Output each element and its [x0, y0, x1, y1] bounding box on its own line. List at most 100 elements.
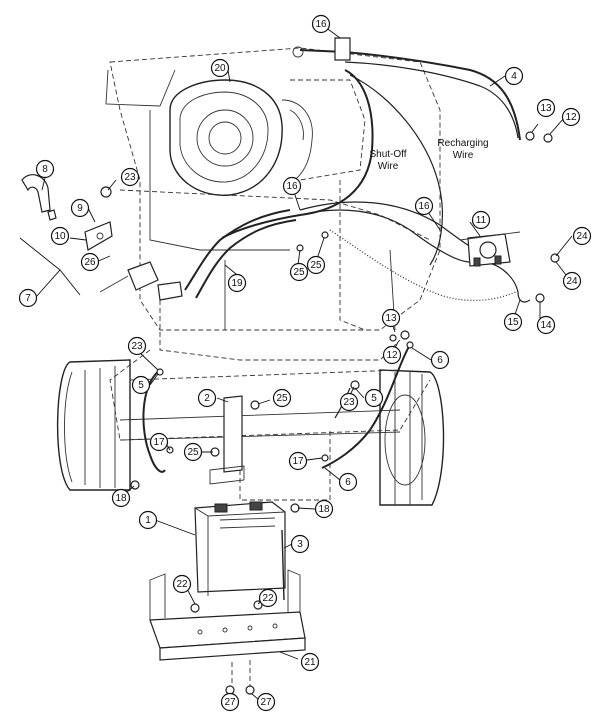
callout-25: 25	[272, 388, 292, 408]
harness-19	[184, 209, 291, 291]
callout-number: 22	[262, 593, 274, 604]
callout-circle	[35, 159, 55, 179]
callout-number: 25	[310, 260, 322, 271]
callout-number: 4	[511, 71, 517, 82]
callout-25: 25	[289, 262, 309, 282]
callout-14: 14	[536, 315, 556, 335]
callout-6: 6	[430, 350, 450, 370]
callout-15: 15	[503, 312, 523, 332]
callout-number: 16	[286, 181, 298, 192]
callout-number: 12	[386, 350, 398, 361]
switch-bracket	[21, 174, 113, 251]
positive-cable-4-b	[344, 61, 519, 139]
wire-16-mid	[299, 209, 471, 263]
callout-11: 11	[471, 210, 491, 230]
battery	[194, 501, 286, 596]
callout-number: 22	[176, 579, 188, 590]
callout-number: 17	[292, 456, 304, 467]
callout-22: 22	[258, 588, 278, 608]
callout-17: 17	[288, 451, 308, 471]
callout-circle	[50, 226, 70, 246]
callout-5: 5	[131, 375, 151, 395]
callout-number: 13	[540, 103, 552, 114]
callout-number: 24	[566, 276, 578, 287]
callout-circle	[256, 692, 276, 712]
callout-number: 16	[315, 19, 327, 30]
callout-circle	[536, 98, 556, 118]
callout-13: 13	[536, 98, 556, 118]
callout-circle	[227, 273, 247, 293]
callout-circle	[210, 58, 230, 78]
callout-number: 27	[224, 697, 236, 708]
callout-number: 15	[507, 317, 519, 328]
callout-4: 4	[504, 66, 524, 86]
callout-circle	[70, 198, 90, 218]
hardware-bits	[100, 131, 560, 695]
callout-circle	[300, 652, 320, 672]
callout-number: 19	[231, 278, 243, 289]
callout-18: 18	[111, 488, 131, 508]
callout-24: 24	[562, 271, 582, 291]
callout-circle	[18, 288, 38, 308]
callout-26: 26	[80, 252, 100, 272]
callout-number: 12	[565, 112, 577, 123]
callout-circle	[111, 488, 131, 508]
callout-number: 5	[138, 380, 144, 391]
callout-circle	[197, 388, 217, 408]
shutoff-wire-label-line1: Shut-Off	[369, 149, 406, 160]
callout-8: 8	[35, 159, 55, 179]
callout-circle	[504, 66, 524, 86]
callout-7: 7	[18, 288, 38, 308]
callout-3: 3	[290, 534, 310, 554]
callout-16: 16	[282, 176, 302, 196]
callout-12: 12	[382, 345, 402, 365]
lead-15	[479, 261, 531, 303]
shutoff-wire-label-line2: Wire	[378, 161, 399, 172]
callout-5: 5	[364, 388, 384, 408]
callout-circle	[272, 388, 292, 408]
battery-tray	[149, 569, 306, 688]
callout-circle	[289, 262, 309, 282]
callout-number: 18	[318, 504, 330, 515]
callout-number: 23	[124, 172, 136, 183]
callout-16: 16	[414, 196, 434, 216]
callout-circle	[503, 312, 523, 332]
callout-22: 22	[172, 574, 192, 594]
callout-number: 3	[297, 539, 303, 550]
callout-19: 19	[227, 273, 247, 293]
callout-circle	[536, 315, 556, 335]
leader-lines	[19, 23, 573, 701]
positive-cable-4	[299, 49, 521, 141]
callout-circle	[131, 375, 151, 395]
callout-number: 25	[293, 267, 305, 278]
callout-circle	[314, 499, 334, 519]
recharging-wire	[349, 74, 443, 266]
callout-number: 10	[54, 231, 66, 242]
callout-10: 10	[50, 226, 70, 246]
callout-circle	[258, 588, 278, 608]
left-wheel	[56, 359, 131, 491]
callout-circle	[561, 107, 581, 127]
callout-circle	[120, 167, 140, 187]
right-wheel	[379, 369, 445, 506]
recharging-wire-label-line1: Recharging	[437, 138, 488, 149]
callout-number: 9	[77, 203, 83, 214]
callout-number: 17	[153, 437, 165, 448]
callout-number: 23	[131, 341, 143, 352]
callout-number: 18	[115, 493, 127, 504]
callout-1: 1	[138, 510, 158, 530]
ignition-connector	[99, 261, 183, 301]
callout-27: 27	[220, 692, 240, 712]
callout-number: 2	[204, 393, 210, 404]
callout-number: 5	[371, 393, 377, 404]
callout-circle	[562, 271, 582, 291]
flywheel-housing	[169, 79, 313, 196]
callout-number: 25	[276, 393, 288, 404]
callout-number: 6	[345, 477, 351, 488]
cable-6-right	[321, 344, 411, 469]
callout-number: 24	[576, 231, 588, 242]
callout-circle	[290, 534, 310, 554]
callout-circle	[220, 692, 240, 712]
